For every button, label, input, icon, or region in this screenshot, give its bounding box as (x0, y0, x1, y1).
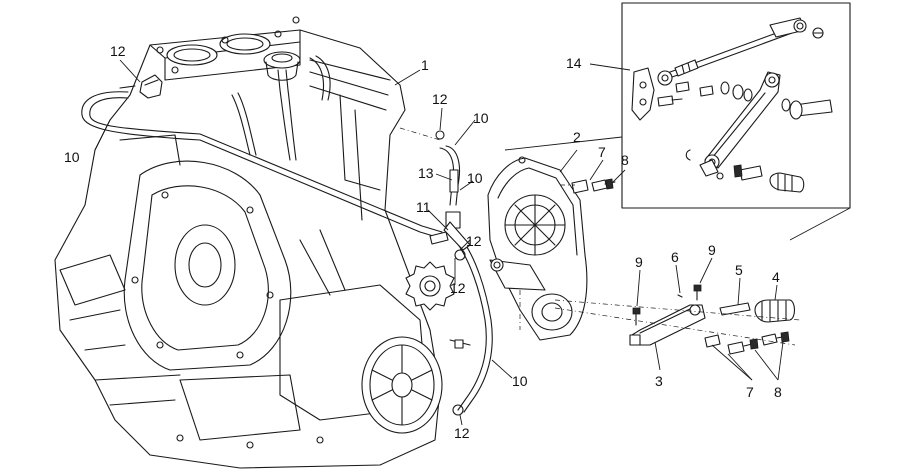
callout-9-left: 9 (635, 254, 643, 270)
callout-7-lower: 7 (746, 384, 754, 400)
callout-10-upper: 10 (473, 110, 489, 126)
callout-5: 5 (735, 262, 743, 278)
front-sprocket (405, 261, 455, 311)
callout-12-upper: 12 (432, 91, 448, 107)
callout-3: 3 (655, 373, 663, 389)
bushes-and-screws-lower (704, 331, 790, 355)
callout-12-bottom: 12 (454, 425, 470, 441)
hose-fittings (429, 130, 471, 416)
sprocket-cover (487, 156, 588, 341)
hose-clamp-top-left (139, 74, 163, 99)
callout-labels: 1 2 3 4 5 6 7 7 8 8 9 9 10 10 10 10 11 1… (64, 43, 782, 441)
callout-11: 11 (416, 199, 431, 215)
callout-8-lower: 8 (774, 384, 782, 400)
callout-6: 6 (671, 249, 679, 265)
callout-12-lower-mid: 12 (450, 280, 466, 296)
callout-8-top: 8 (621, 152, 629, 168)
callout-13: 13 (418, 165, 434, 181)
oil-filler-fitting (263, 51, 301, 81)
inset-linkage-box (504, 2, 851, 241)
callout-10-mid: 10 (467, 170, 483, 186)
screws-9 (632, 284, 702, 326)
assembly-axes (399, 127, 801, 346)
gear-lever (629, 304, 706, 346)
engine-block (54, 16, 471, 469)
callout-12-right-mid: 12 (466, 233, 482, 249)
callout-10-left: 10 (64, 149, 80, 165)
leader-lines (94, 59, 784, 426)
callout-9-right: 9 (708, 242, 716, 258)
callout-1: 1 (421, 57, 429, 73)
callout-12-top-left: 12 (110, 43, 126, 59)
callout-14: 14 (566, 55, 582, 71)
peg-pin-and-rubber (719, 299, 796, 323)
callout-10-lower: 10 (512, 373, 528, 389)
callout-4: 4 (772, 269, 780, 285)
callout-2: 2 (573, 129, 581, 145)
callout-7-top: 7 (598, 144, 606, 160)
bush-and-screw-top (571, 178, 616, 194)
